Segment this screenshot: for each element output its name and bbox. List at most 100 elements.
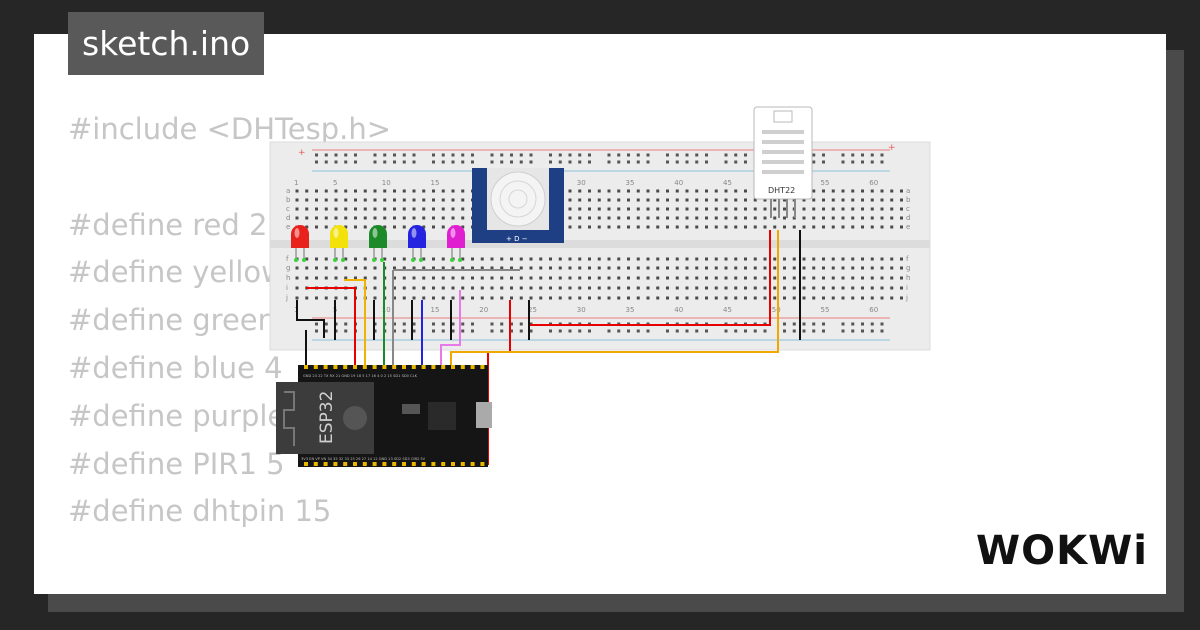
rail-hole: [724, 160, 728, 164]
terminal-hole: [783, 286, 786, 290]
rail-hole: [529, 329, 533, 333]
terminal-hole: [900, 286, 903, 290]
terminal-hole: [870, 257, 874, 261]
code-editor[interactable]: #include <DHTesp.h>#define red 2#define …: [68, 106, 391, 594]
esp32-header-pin: [411, 365, 416, 369]
terminal-hole: [783, 266, 786, 270]
dht22-sensor[interactable]: DHT22: [753, 106, 813, 218]
column-number-top: 1: [294, 179, 298, 187]
terminal-hole: [880, 198, 884, 202]
terminal-hole: [510, 296, 513, 300]
file-tab[interactable]: sketch.ino: [68, 12, 265, 75]
terminal-hole: [510, 266, 513, 270]
rail-hole: [432, 329, 435, 333]
terminal-hole: [890, 266, 894, 270]
terminal-hole: [617, 216, 621, 220]
esp32-header-pin: [441, 462, 446, 466]
terminal-hole: [510, 257, 513, 261]
led-yellow[interactable]: [330, 225, 348, 262]
rail-hole: [578, 160, 582, 164]
rail-hole: [822, 322, 825, 326]
led-purple[interactable]: [447, 225, 465, 262]
terminal-hole: [656, 276, 660, 280]
rail-hole: [617, 329, 621, 333]
rail-hole: [334, 153, 338, 157]
rail-hole: [636, 160, 640, 164]
terminal-hole: [831, 257, 835, 261]
terminal-hole: [792, 276, 796, 280]
terminal-hole: [461, 189, 465, 193]
rail-hole: [724, 153, 728, 157]
rail-hole: [334, 160, 338, 164]
terminal-hole: [685, 216, 689, 220]
terminal-hole: [822, 296, 825, 300]
terminal-hole: [880, 257, 884, 261]
terminal-hole: [354, 276, 357, 280]
terminal-hole: [763, 296, 767, 300]
code-line: #define red 2: [68, 207, 268, 242]
rail-hole: [822, 329, 825, 333]
terminal-hole: [363, 257, 367, 261]
rail-hole: [510, 160, 513, 164]
terminal-hole: [685, 286, 689, 290]
rail-hole: [383, 153, 387, 157]
terminal-hole: [441, 266, 445, 270]
esp32-header-pin: [372, 462, 377, 466]
rail-hole: [617, 160, 621, 164]
rail-hole: [763, 329, 767, 333]
terminal-hole: [402, 286, 406, 290]
rail-hole: [851, 329, 855, 333]
esp32-header-pin: [323, 365, 328, 369]
rail-hole: [529, 160, 533, 164]
column-number-top: 30: [577, 179, 586, 187]
rail-hole: [812, 153, 816, 157]
terminal-hole: [393, 296, 396, 300]
terminal-hole: [597, 198, 601, 202]
terminal-hole: [432, 189, 435, 193]
terminal-hole: [471, 276, 474, 280]
terminal-hole: [705, 189, 708, 193]
led-blue[interactable]: [408, 225, 426, 262]
terminal-hole: [422, 276, 426, 280]
rail-hole: [705, 160, 708, 164]
terminal-hole: [597, 266, 601, 270]
terminal-hole: [393, 198, 396, 202]
esp32-board[interactable]: ESP32 GND 23 22 TX RX 21 GND 19 18 5 17 …: [276, 365, 492, 467]
column-number-top: 10: [382, 179, 391, 187]
esp32-header-pin: [441, 365, 446, 369]
led-red[interactable]: [291, 225, 309, 262]
terminal-hole: [900, 207, 903, 211]
row-letter: d: [286, 214, 290, 222]
terminal-hole: [441, 198, 445, 202]
rail-hole: [675, 153, 679, 157]
rail-hole: [519, 329, 523, 333]
rail-hole: [549, 329, 552, 333]
terminal-hole: [334, 189, 338, 193]
terminal-hole: [861, 198, 864, 202]
rail-hole: [549, 160, 552, 164]
led-green[interactable]: [369, 225, 387, 262]
terminal-hole: [432, 296, 435, 300]
terminal-hole: [393, 286, 396, 290]
terminal-hole: [402, 216, 406, 220]
terminal-hole: [861, 207, 864, 211]
terminal-hole: [588, 257, 591, 261]
terminal-hole: [695, 225, 699, 229]
rail-hole: [344, 322, 348, 326]
terminal-hole: [773, 296, 777, 300]
terminal-hole: [870, 189, 874, 193]
terminal-hole: [295, 286, 299, 290]
rail-hole: [490, 160, 494, 164]
column-number-bottom: 55: [821, 306, 830, 314]
rail-hole: [705, 329, 708, 333]
pir-sensor[interactable]: + D −: [472, 168, 564, 243]
column-number-bottom: 20: [479, 306, 488, 314]
terminal-hole: [432, 216, 435, 220]
terminal-hole: [656, 198, 660, 202]
rail-hole: [519, 153, 523, 157]
terminal-hole: [451, 286, 455, 290]
terminal-hole: [714, 216, 718, 220]
rail-hole: [636, 153, 640, 157]
terminal-hole: [656, 225, 660, 229]
